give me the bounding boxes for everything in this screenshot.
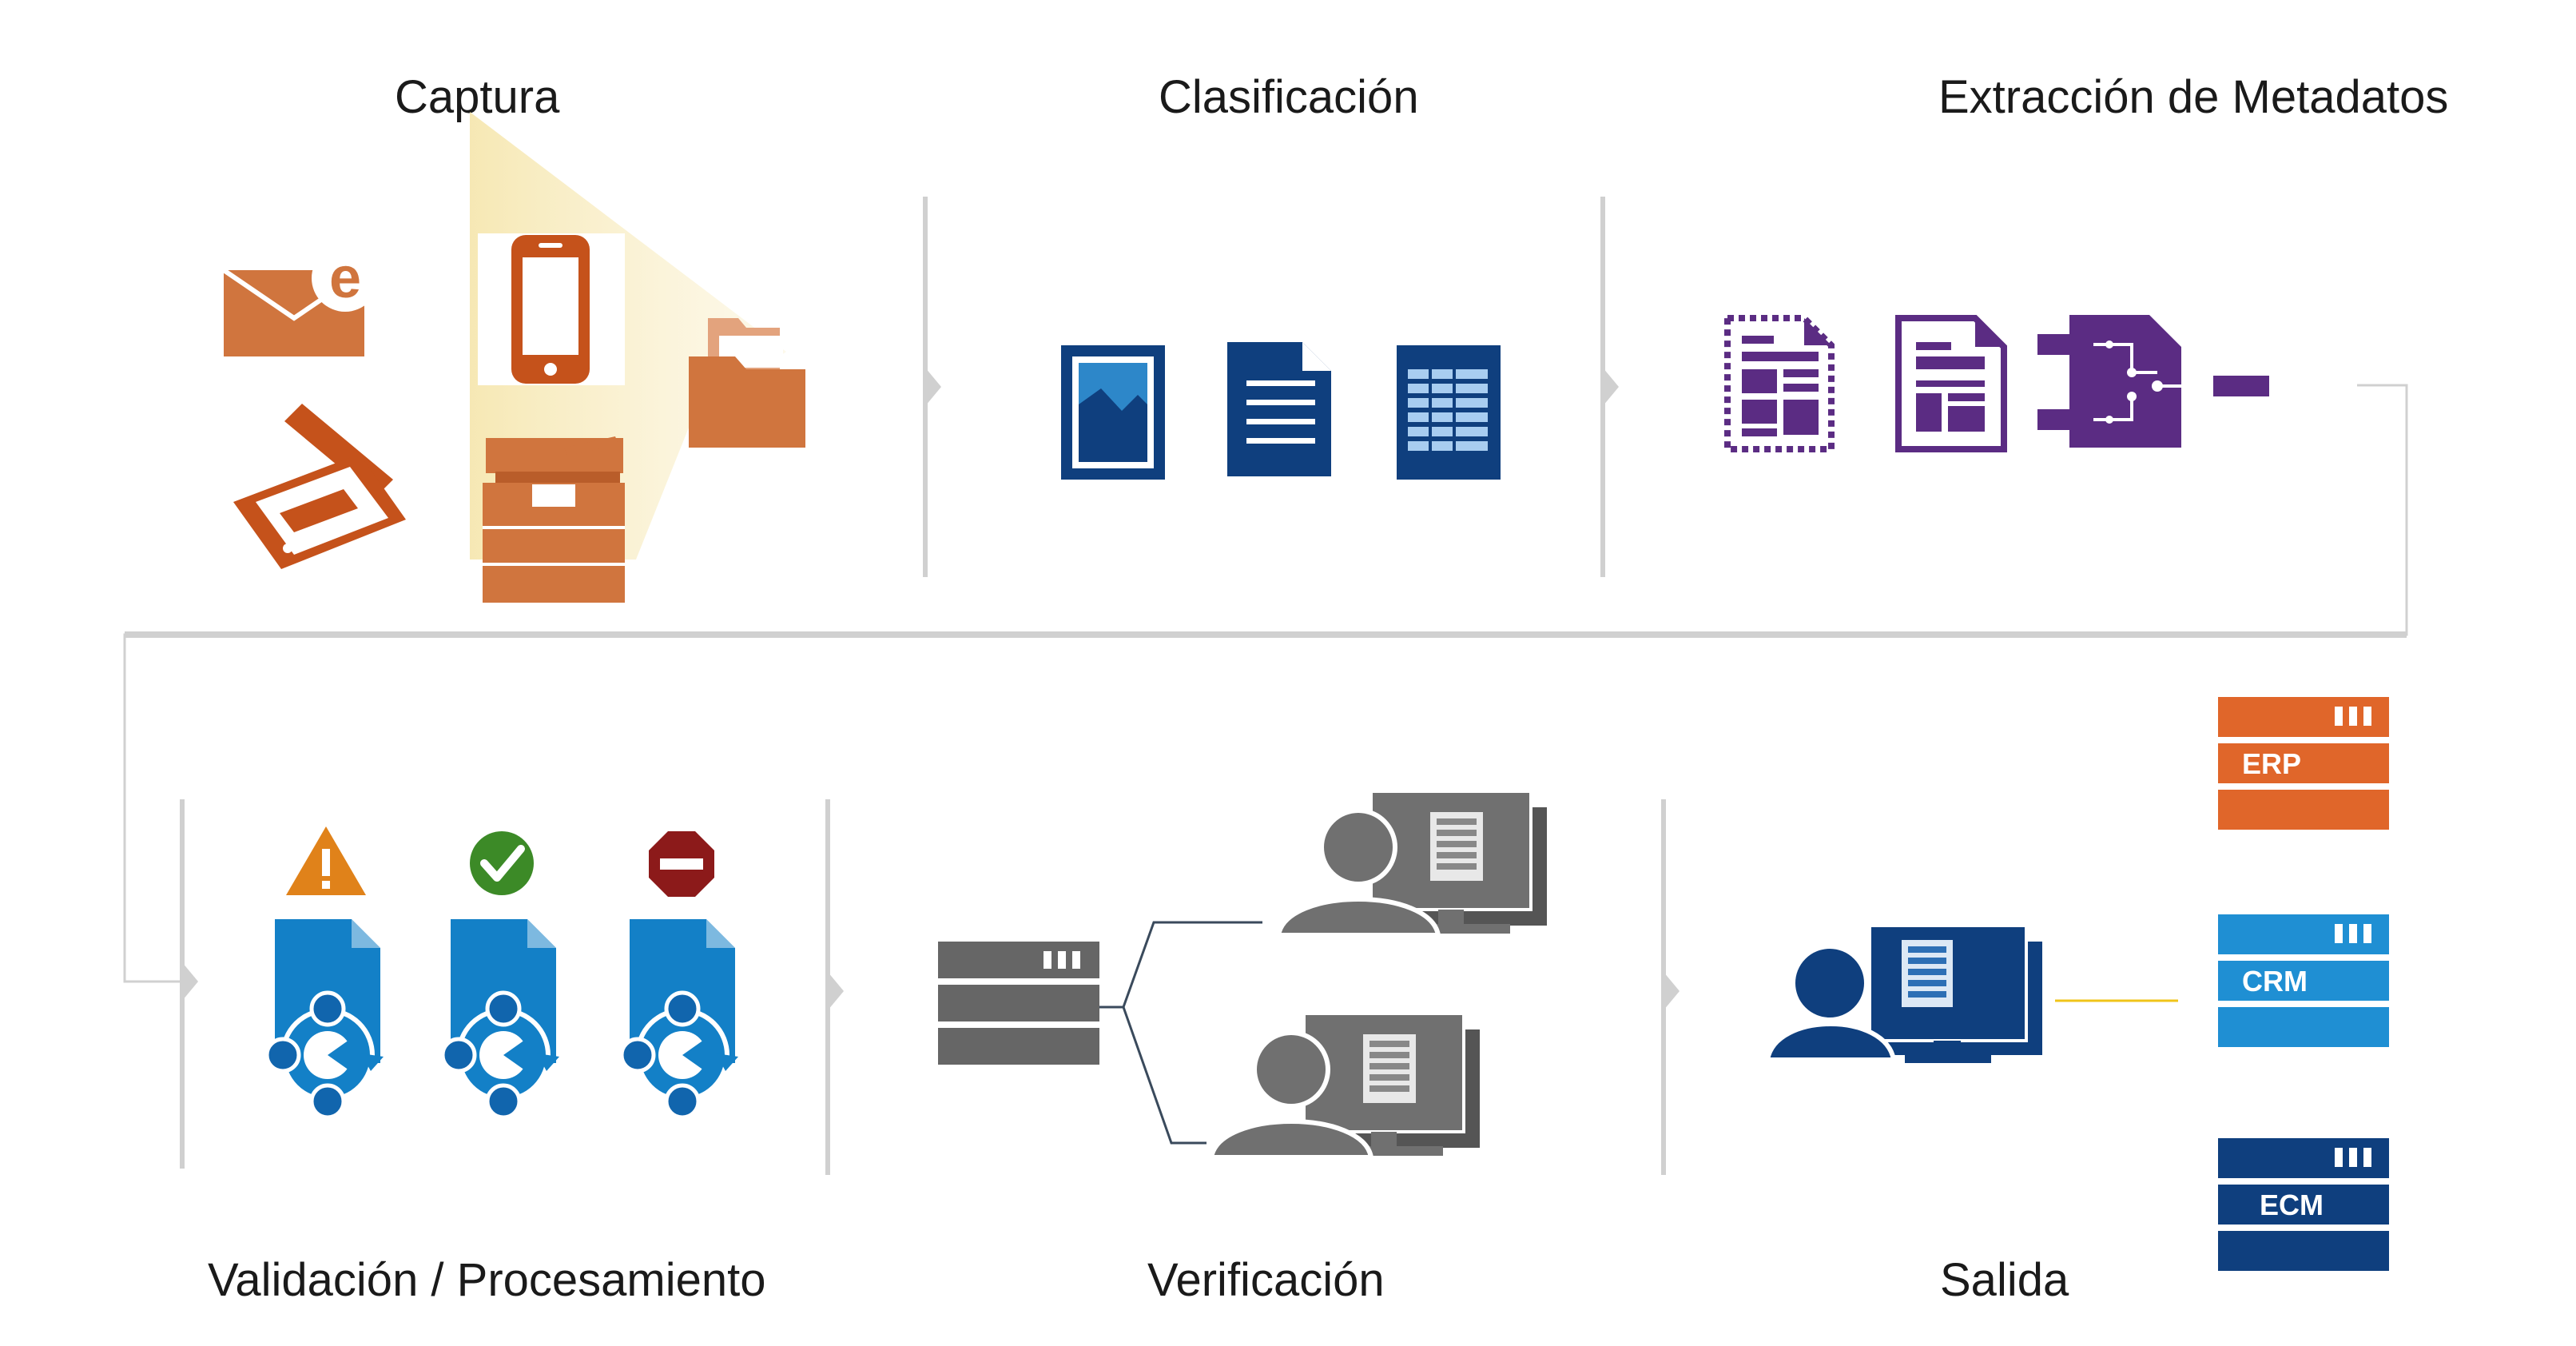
- capture-group: e: [222, 112, 805, 603]
- validation-group: [267, 826, 738, 1117]
- validation-document-icon: [622, 919, 738, 1117]
- system-label-ecm: ECM: [2260, 1189, 2324, 1221]
- connector-lines: [123, 197, 2408, 1175]
- operator-workstation-icon: [1278, 791, 1547, 935]
- check-icon: [470, 831, 534, 895]
- stage-title-verification: Verificación: [1147, 1254, 1385, 1306]
- verification-group: [938, 791, 1547, 1157]
- stage-title-capture: Captura: [395, 71, 560, 123]
- stage-title-validation: Validación / Procesamiento: [208, 1254, 766, 1306]
- spreadsheet-document-icon: [1397, 345, 1501, 480]
- image-document-icon: [1061, 345, 1165, 480]
- smartphone-icon: [511, 235, 590, 384]
- zoned-document-icon: [1724, 315, 1835, 452]
- stop-icon: [649, 831, 714, 897]
- text-document-icon: [1227, 342, 1331, 476]
- flow-arrows: [182, 368, 1680, 1010]
- form-document-icon: [1895, 315, 2007, 452]
- verification-branch: [1099, 921, 1262, 1145]
- system-label-crm: CRM: [2242, 965, 2308, 998]
- stage-title-extraction: Extracción de Metadatos: [1938, 71, 2449, 123]
- output-system-crm: CRM: [2218, 914, 2389, 1047]
- copier-icon: [483, 436, 625, 603]
- email-icon: e: [222, 245, 379, 356]
- scanner-icon: [233, 404, 406, 569]
- output-workstation-icon: [1764, 924, 2042, 1063]
- operator-workstation-icon: [1211, 1013, 1480, 1157]
- classification-group: [1061, 342, 1501, 480]
- server-icon: [938, 942, 1099, 1065]
- folder-icon: [689, 318, 805, 448]
- svg-text:e: e: [329, 246, 361, 310]
- data-extraction-icon: [2037, 315, 2269, 448]
- output-system-ecm: ECM: [2218, 1138, 2389, 1271]
- warning-icon: [286, 826, 366, 895]
- validation-document-icon: [267, 919, 384, 1117]
- validation-document-icon: [443, 919, 559, 1117]
- extraction-group: [1724, 315, 2269, 452]
- output-group: [1764, 924, 2178, 1063]
- stage-title-output: Salida: [1940, 1254, 2069, 1306]
- output-system-erp: ERP: [2218, 697, 2389, 830]
- stage-title-classification: Clasificación: [1159, 71, 1419, 123]
- system-label-erp: ERP: [2242, 747, 2301, 780]
